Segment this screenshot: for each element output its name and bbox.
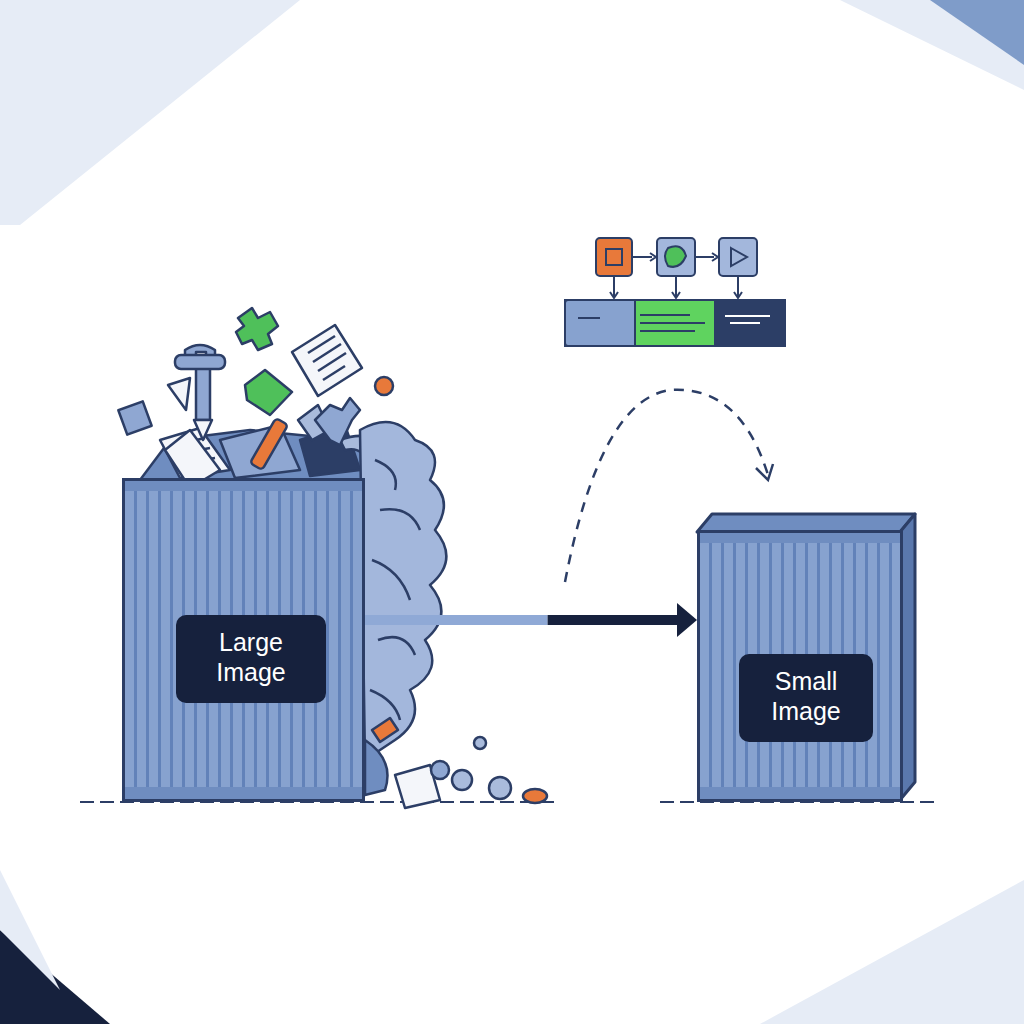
image-label: Large Image <box>176 615 326 703</box>
corner-shape <box>930 0 1024 65</box>
pipeline-icon <box>565 238 785 346</box>
corner-shape <box>840 0 1024 90</box>
overflowing-junk <box>118 308 547 808</box>
corner-shape <box>0 870 60 990</box>
container-box: Small Image <box>697 530 903 802</box>
corner-shape <box>0 0 300 225</box>
label-text: Small Image <box>755 666 857 726</box>
label-text: Large Image <box>192 627 310 687</box>
dashed-arc-head <box>756 464 773 480</box>
image-label: Small Image <box>739 654 873 742</box>
container-box: Large Image <box>122 478 365 802</box>
flow-arrow <box>365 603 697 637</box>
corner-shape <box>760 880 1024 1024</box>
